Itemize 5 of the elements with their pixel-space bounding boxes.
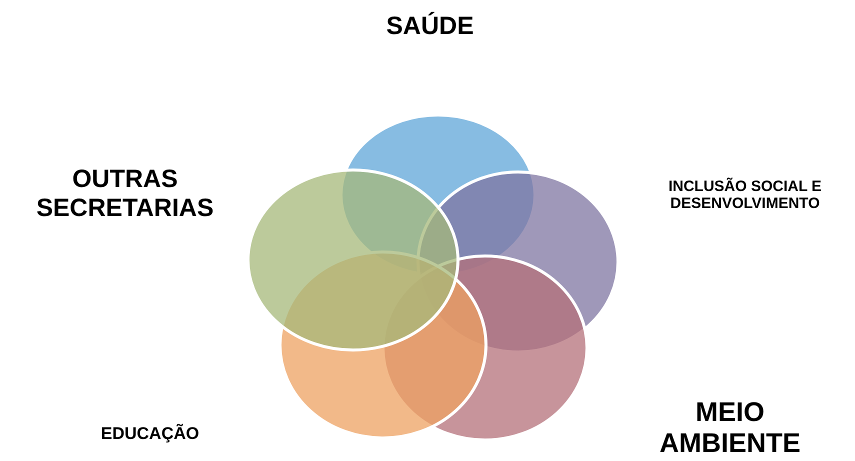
circle-heading: EDUCAÇÃO bbox=[100, 424, 200, 444]
circle-heading: SAÚDE bbox=[385, 12, 475, 41]
circle-heading: INCLUSÃO SOCIAL E DESENVOLVIMENTO bbox=[667, 178, 823, 212]
circle-heading: MEIO AMBIENTE bbox=[658, 397, 802, 460]
circle-heading: OUTRAS SECRETARIAS bbox=[35, 165, 215, 222]
